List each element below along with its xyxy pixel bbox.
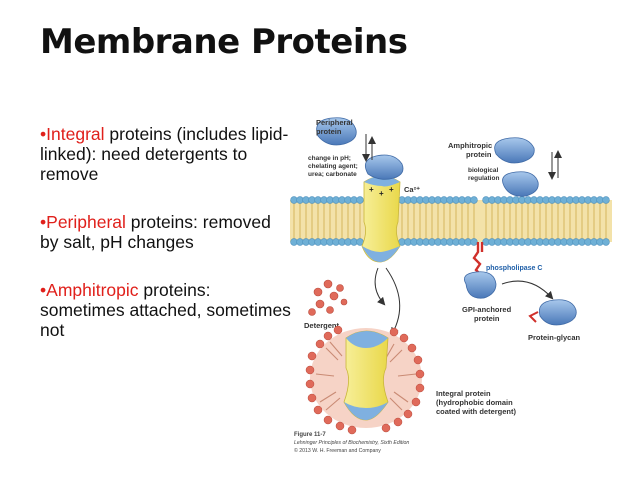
bullet-text: proteins: sometimes attached, sometimes …	[40, 280, 291, 340]
peripheral-protein-bound: + + + Ca²⁺	[364, 154, 420, 198]
bullet-text: proteins: removed by salt, pH changes	[40, 212, 271, 252]
keyword-peripheral: Peripheral	[46, 212, 126, 232]
keyword-integral: Integral	[46, 124, 105, 144]
amphitropic-label-line1: Amphitropic	[448, 141, 492, 150]
peripheral-protein-free: Peripheral protein	[316, 117, 357, 146]
bullet-marker: •	[40, 212, 47, 232]
bullet-peripheral: •Peripheral proteins: removed by salt, p…	[40, 212, 292, 252]
bullet-amphitropic: •Amphitropic proteins: sometimes attache…	[40, 280, 292, 340]
figure-number: Figure 11-7	[294, 432, 326, 438]
conditions-line2: chelating agent;	[308, 163, 358, 170]
calcium-label: Ca²⁺	[404, 185, 420, 194]
protein-glycan-shape	[538, 299, 577, 326]
conditions-line3: urea; carbonate	[308, 171, 357, 178]
bullet-text: proteins (includes lipid-linked): need d…	[40, 124, 289, 184]
protein-glycan-label: Protein-glycan	[528, 333, 581, 342]
membrane-protein-figure: + + + Ca²⁺ Peripheral protein change in …	[290, 112, 612, 456]
amphitropic-label-line2: protein	[466, 150, 492, 159]
integral-protein-detergent-complex	[305, 325, 425, 435]
solubilization-arrow	[374, 267, 386, 306]
regulation-line2: regulation	[468, 175, 499, 182]
phospholipase-label: phospholipase C	[486, 265, 542, 272]
slide-title: Membrane Proteins	[40, 22, 408, 62]
bullet-marker: •	[40, 124, 47, 144]
bullet-list: •Integral proteins (includes lipid-linke…	[40, 124, 292, 368]
bullet-marker: •	[40, 280, 47, 300]
peripheral-label-line2: protein	[316, 127, 342, 136]
conditions-line1: change in pH;	[308, 155, 351, 162]
gpi-label-line2: protein	[474, 314, 500, 323]
regulation-line1: biological	[468, 167, 499, 174]
detergent-micelles	[308, 279, 348, 316]
gpi-label-line1: GPI-anchored	[462, 305, 512, 314]
keyword-amphitropic: Amphitropic	[46, 280, 139, 300]
svg-text:+: +	[369, 185, 374, 194]
integral-label-line1: Integral protein	[436, 389, 491, 398]
detergent-label: Detergent	[304, 321, 340, 330]
gpi-anchored-protein-shape	[463, 271, 497, 299]
cleavage-arrow	[501, 280, 554, 300]
extraction-arrow	[385, 267, 401, 336]
bullet-integral: •Integral proteins (includes lipid-linke…	[40, 124, 292, 184]
figure-book: Lehninger Principles of Biochemistry, Si…	[294, 440, 409, 446]
lipid-bilayer	[290, 196, 612, 246]
amphitropic-protein: Amphitropic protein	[448, 137, 539, 197]
svg-text:+: +	[379, 189, 384, 198]
figure-copyright: © 2013 W. H. Freeman and Company	[294, 447, 381, 454]
svg-text:+: +	[389, 185, 394, 194]
peripheral-label-line1: Peripheral	[316, 118, 353, 127]
integral-label-line3: coated with detergent)	[436, 407, 517, 416]
integral-label-line2: (hydrophobic domain	[436, 398, 513, 407]
membrane-diagram: + + + Ca²⁺ Peripheral protein change in …	[290, 117, 612, 454]
